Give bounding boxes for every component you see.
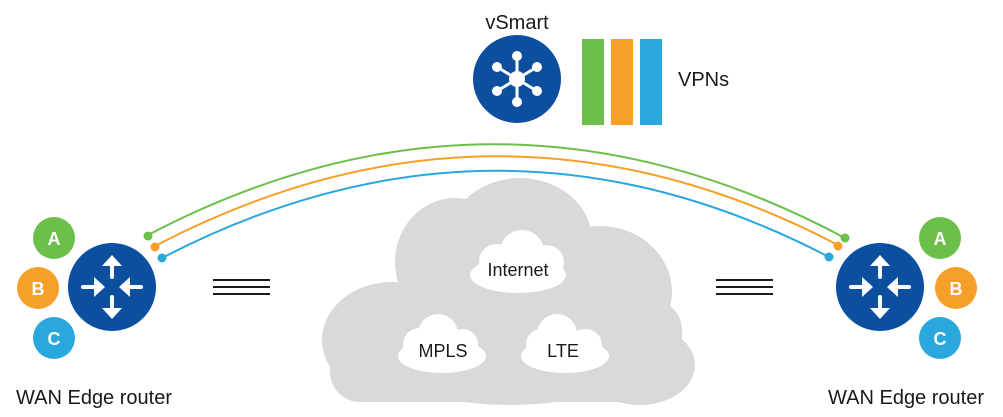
equivalence-marker-right — [716, 279, 773, 295]
right-router-label: WAN Edge router — [828, 387, 984, 409]
vpn-bar-orange — [611, 39, 633, 125]
hub-icon — [492, 51, 542, 107]
mpls-bubble — [398, 314, 486, 373]
vpns-label: VPNs — [678, 69, 729, 91]
router-arrows-icon — [81, 255, 143, 319]
mpls-label: MPLS — [418, 341, 467, 361]
equivalence-marker-left — [213, 279, 270, 295]
right-segment-a: A — [919, 217, 961, 259]
tunnel-endpoint — [840, 233, 850, 243]
tunnel-endpoint — [157, 253, 167, 263]
tunnel-endpoint — [143, 231, 153, 241]
right-wan-edge-router — [836, 243, 924, 331]
router-arrows-icon — [849, 255, 911, 319]
tunnel-orange — [154, 155, 839, 247]
lte-label: LTE — [547, 341, 579, 361]
vpn-tunnels — [143, 143, 850, 263]
transport-bubbles — [398, 230, 609, 373]
left-wan-edge-router — [68, 243, 156, 331]
right-segment-b: B — [935, 267, 977, 309]
svg-text:B: B — [950, 279, 963, 299]
left-router-label: WAN Edge router — [16, 387, 172, 409]
tunnel-endpoint — [150, 242, 160, 252]
tunnel-endpoint — [833, 241, 843, 251]
vpn-bar-green — [582, 39, 604, 125]
left-segment-c: C — [33, 317, 75, 359]
internet-bubble — [470, 230, 566, 293]
svg-text:C: C — [48, 329, 61, 349]
vpn-bar-blue — [640, 39, 662, 125]
svg-text:B: B — [32, 279, 45, 299]
vsmart-controller — [473, 35, 561, 123]
tunnel-blue — [161, 169, 830, 259]
right-segment-c: C — [919, 317, 961, 359]
internet-label: Internet — [487, 260, 548, 280]
lte-bubble — [521, 314, 609, 373]
svg-text:C: C — [934, 329, 947, 349]
svg-text:A: A — [48, 229, 61, 249]
tunnel-endpoint — [824, 252, 834, 262]
vsmart-label: vSmart — [485, 12, 549, 34]
transport-cloud — [322, 178, 695, 405]
tunnel-green — [147, 143, 846, 239]
left-segment-b: B — [17, 267, 59, 309]
left-segment-a: A — [33, 217, 75, 259]
svg-text:A: A — [934, 229, 947, 249]
vpn-bars — [582, 39, 662, 125]
